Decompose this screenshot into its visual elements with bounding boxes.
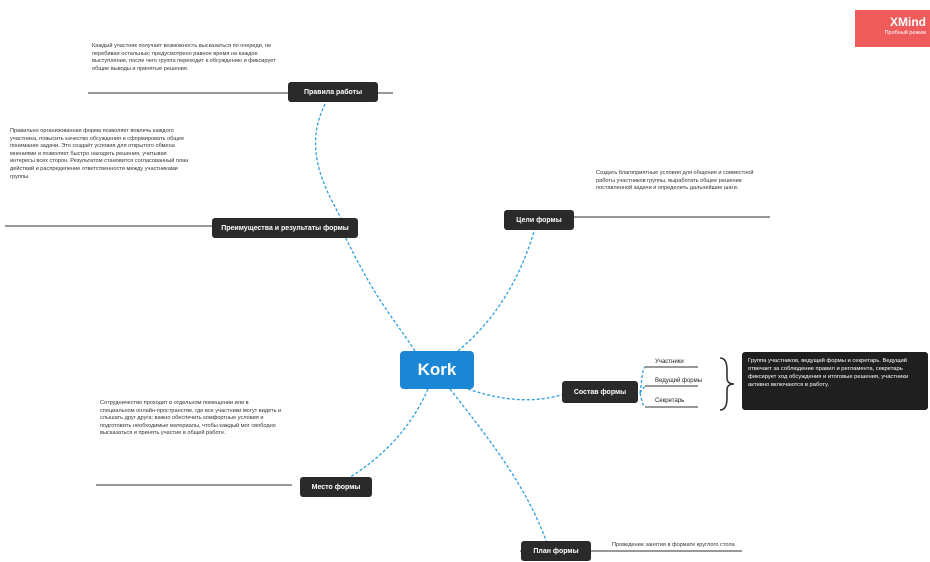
- note-plan: Проведение занятия в формате круглого ст…: [612, 542, 735, 548]
- note-tseli: Создать благоприятные условия для общени…: [596, 170, 754, 192]
- xmind-trial-badge[interactable]: XMind Пробный режим: [855, 10, 930, 47]
- note-mesto: Сотрудничество проходит в отдельном поме…: [100, 400, 282, 437]
- topic-sostav[interactable]: Состав формы: [562, 381, 638, 403]
- topic-preimushchestva[interactable]: Преимущества и результаты формы: [212, 218, 358, 238]
- subtopic-uchastniki[interactable]: Участники: [655, 359, 684, 365]
- note-pravila: Каждый участник получает возможность выс…: [92, 43, 276, 72]
- note-preimushchestva: Правильно организованная форма позволяет…: [10, 128, 189, 180]
- topic-mesto[interactable]: Место формы: [300, 477, 372, 497]
- topic-plan[interactable]: План формы: [521, 541, 591, 561]
- central-topic[interactable]: Kork: [400, 351, 474, 389]
- brand-subtitle: Пробный режим: [884, 30, 926, 36]
- topic-tseli[interactable]: Цели формы: [504, 210, 574, 230]
- topic-pravila[interactable]: Правила работы: [288, 82, 378, 102]
- brand-name: XMind: [890, 15, 926, 29]
- subtopic-sekretar[interactable]: Секретарь: [655, 398, 685, 404]
- subtopic-vedushchiy[interactable]: Ведущий формы: [655, 378, 703, 384]
- summary-box[interactable]: Группа участников, ведущий формы и секре…: [742, 352, 928, 410]
